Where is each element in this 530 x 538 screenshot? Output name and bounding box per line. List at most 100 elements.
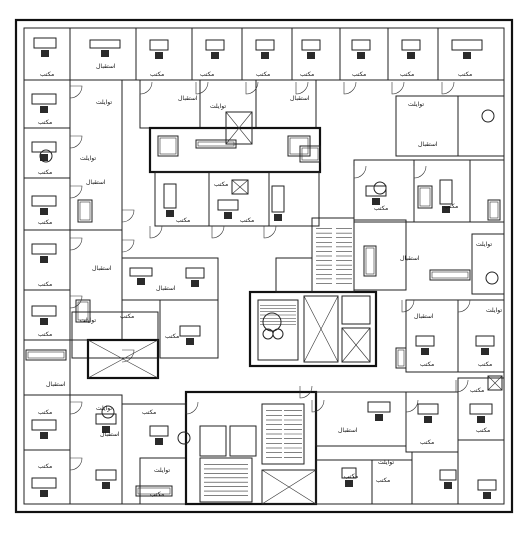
door-swing [69, 185, 83, 199]
chair [40, 432, 48, 439]
door-swing [263, 225, 277, 239]
room-label-office: مكتب [120, 313, 134, 320]
room-label-office: مكتب [478, 361, 492, 368]
door-swing [69, 85, 83, 99]
room-label-office: مكتب [38, 281, 52, 288]
chair [40, 106, 48, 113]
chair [102, 482, 110, 489]
room-label-office: مكتب [344, 473, 358, 480]
room-label-toilet: توايلت [80, 317, 96, 324]
desk [31, 93, 57, 105]
chair [211, 52, 219, 59]
chair [102, 426, 110, 433]
desk [95, 413, 117, 425]
middle-left-offices [71, 257, 219, 380]
desk [217, 199, 239, 211]
sofa-cushion [197, 141, 235, 147]
sofa [299, 145, 321, 163]
sofa [487, 199, 501, 221]
round-table [373, 181, 387, 195]
door-swing [149, 225, 163, 239]
desk [271, 185, 285, 213]
chair [444, 482, 452, 489]
desk [451, 39, 483, 51]
desk [205, 39, 225, 51]
chair [261, 52, 269, 59]
room-label-office: مكتب [200, 71, 214, 78]
room-label-office: مكتب [470, 387, 484, 394]
chair [166, 210, 174, 217]
chair [224, 212, 232, 219]
desk [301, 39, 321, 51]
chair [357, 52, 365, 59]
sofa [363, 245, 377, 277]
desk [33, 37, 57, 49]
door-swing [121, 239, 135, 253]
sofa [395, 347, 407, 369]
room-label-office: مكتب [214, 181, 228, 188]
sofa [157, 135, 179, 157]
desk [179, 325, 201, 337]
door-swing [69, 237, 83, 251]
room-label-toilet: توايلت [210, 103, 226, 110]
sofa-cushion [419, 187, 431, 207]
room-label-toilet: توايلت [476, 241, 492, 248]
desk [417, 403, 439, 415]
chair [442, 206, 450, 213]
door-swing [299, 385, 313, 399]
right-middle-stair [275, 217, 407, 293]
door-swing [455, 379, 469, 393]
chair [40, 490, 48, 497]
sofa [135, 485, 173, 497]
round-table [481, 109, 495, 123]
desk [95, 469, 117, 481]
room-label-office: مكتب [150, 491, 164, 498]
sofa-cushion [159, 137, 177, 155]
door-swing [311, 399, 325, 413]
room-label-office: مكتب [176, 217, 190, 224]
room-label-office: مكتب [444, 203, 458, 210]
desk [351, 39, 371, 51]
desk [31, 243, 57, 255]
sofa-cushion [27, 351, 65, 359]
desk [129, 267, 153, 277]
door-swing [139, 81, 153, 95]
chair [483, 492, 491, 499]
door-swing [391, 81, 405, 95]
room-label-toilet: توايلت [96, 99, 112, 106]
room-label-office: مكتب [142, 409, 156, 416]
room-label-office: مكتب [40, 71, 54, 78]
room-label-reception: استقبال [178, 95, 198, 102]
chair [155, 438, 163, 445]
sofa [75, 299, 91, 323]
sofa-cushion [301, 147, 319, 161]
left-office-column [23, 79, 123, 505]
desk [31, 419, 57, 431]
room-label-toilet: توايلت [154, 467, 170, 474]
desk [149, 425, 169, 437]
desk [31, 195, 57, 207]
door-swing [69, 401, 83, 415]
room-label-reception: استقبال [100, 431, 120, 438]
chair [191, 280, 199, 287]
door-swing [185, 401, 199, 415]
sofa-cushion [365, 247, 375, 275]
door-swing [441, 81, 455, 95]
door-swing [211, 225, 225, 239]
door-swing [69, 295, 83, 309]
room-label-reception: استقبال [46, 381, 66, 388]
desk [439, 179, 453, 205]
sofa-cushion [137, 487, 171, 495]
room-label-office: مكتب [458, 71, 472, 78]
door-swing [353, 165, 367, 179]
desk [341, 467, 357, 479]
chair [40, 154, 48, 161]
door-swing [121, 349, 135, 363]
sofa-cushion [489, 201, 499, 219]
desk [415, 335, 435, 347]
door-swing [413, 165, 427, 179]
room-label-office: مكتب [476, 427, 490, 434]
chair [345, 480, 353, 487]
